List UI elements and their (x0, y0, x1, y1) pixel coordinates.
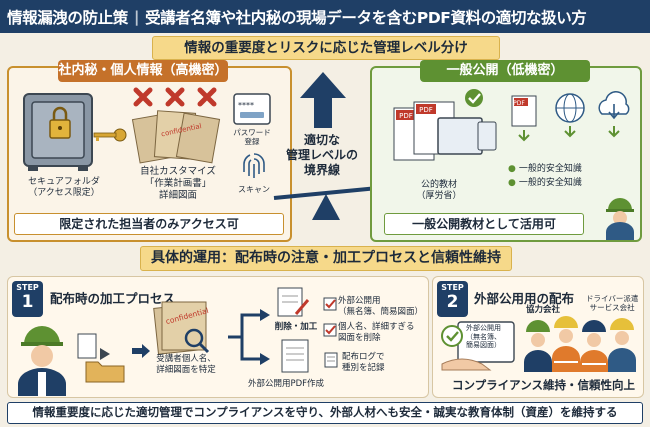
folder-icon (77, 333, 125, 383)
check-icon-2 (323, 323, 337, 337)
confidential-docs-icon: confidential (131, 87, 221, 164)
branch-arrows (228, 309, 270, 365)
confidential-caption: 限定された担当者のみアクセス可 (14, 213, 284, 235)
public-materials-icon (393, 89, 497, 161)
public-caption: 一般公開教材として活用可 (384, 213, 584, 235)
section-banner-operations: 具体的運用：配布時の注意・加工プロセスと信頼性維持 (140, 246, 512, 271)
step1-panel (7, 276, 429, 398)
safe-label: セキュアフォルダ （アクセス限定） (28, 177, 100, 198)
bullet-safety-1: 一般的安全知識 (508, 164, 582, 175)
bullet-safety-2: 一般的安全知識 (508, 178, 582, 189)
safe-icon (23, 93, 93, 171)
header-subtitle: 受講者名簿や社内秘の現場データを含むPDF資料の適切な扱い方 (145, 8, 587, 27)
output-pdf-icon (281, 339, 309, 373)
step1-badge: STEP 1 (12, 281, 43, 317)
arrow-right-1 (132, 344, 150, 358)
step2-title: 外部公用用の配布 (474, 291, 575, 306)
boundary-label: 適切な 管理レベルの 境界線 (285, 133, 358, 177)
footer-summary: 情報重要度に応じた適切管理でコンプライアンスを守り、外部人材へも安全・誠実な教育… (7, 402, 643, 424)
check-text-3: 配布ログで 種別を記録 (342, 352, 385, 373)
delete-label: 削除・加工 (274, 322, 318, 332)
key-icon (93, 128, 127, 142)
dispatch-label: ドライバー派遣 サービス会社 (586, 294, 639, 312)
partner-label: 協力会社 (526, 305, 561, 315)
check-icon-1 (323, 297, 337, 311)
pdf-label-3: PDF (513, 100, 525, 107)
up-arrow-icon (300, 72, 346, 128)
fingerprint-icon (243, 153, 265, 178)
password-icon: **** (233, 93, 271, 125)
log-icon (324, 352, 338, 368)
header-separator: | (133, 7, 140, 26)
pdf-label-2: PDF (419, 106, 433, 114)
confidential-doc-step1: confidential (153, 301, 210, 355)
worker-icon-step1 (18, 326, 66, 396)
pdf-label-1: PDF (399, 112, 413, 120)
scan-label: スキャン (238, 185, 270, 194)
public-tag: 一般公開（低機密） (420, 60, 590, 82)
svg-text:****: **** (238, 101, 254, 110)
download-icons (511, 91, 630, 142)
step2-label: STEP (441, 283, 464, 292)
step1-doc-label: 受講者個人名、 詳細図面を特定 (156, 354, 216, 375)
edit-doc-icon (277, 287, 310, 317)
header-bar: 情報漏洩の防止策 | 受講者名簿や社内秘の現場データを含むPDF資料の適切な扱い… (0, 0, 650, 33)
password-label: パスワード 登録 (233, 128, 271, 146)
material-label: 公的教材 （厚労省） (416, 180, 462, 201)
step1-number: 1 (21, 292, 34, 312)
output-label: 外部公開用PDF作成 (247, 379, 325, 389)
docs-label: 自社カスタマイズ 「作業計画書」 詳細図面 (140, 166, 216, 201)
step1-label: STEP (16, 283, 39, 292)
section-banner-levels: 情報の重要度とリスクに応じた管理レベル分け (152, 36, 500, 60)
confidential-tag: 社内秘・個人情報（高機密） (58, 60, 228, 82)
header-title: 情報漏洩の防止策 (7, 8, 128, 27)
check-text-2: 個人名、詳細すぎる 図面を削除 (338, 322, 415, 343)
seesaw-icon (273, 186, 379, 220)
step1-title: 配布時の加工プロセス (50, 291, 176, 306)
step2-doc-label: 外部公開用 （無名簿、 簡易図面） (466, 324, 501, 349)
handout-doc-icon (441, 321, 515, 371)
workers-group-icon (524, 316, 636, 372)
step2-caption: コンプライアンス維持・信頼性向上 (452, 378, 635, 392)
worker-icon-right (606, 198, 634, 240)
step2-badge: STEP 2 (437, 281, 468, 317)
check-text-1: 外部公開用 （無名簿、簡易図面） (338, 296, 424, 317)
step2-number: 2 (446, 292, 459, 312)
